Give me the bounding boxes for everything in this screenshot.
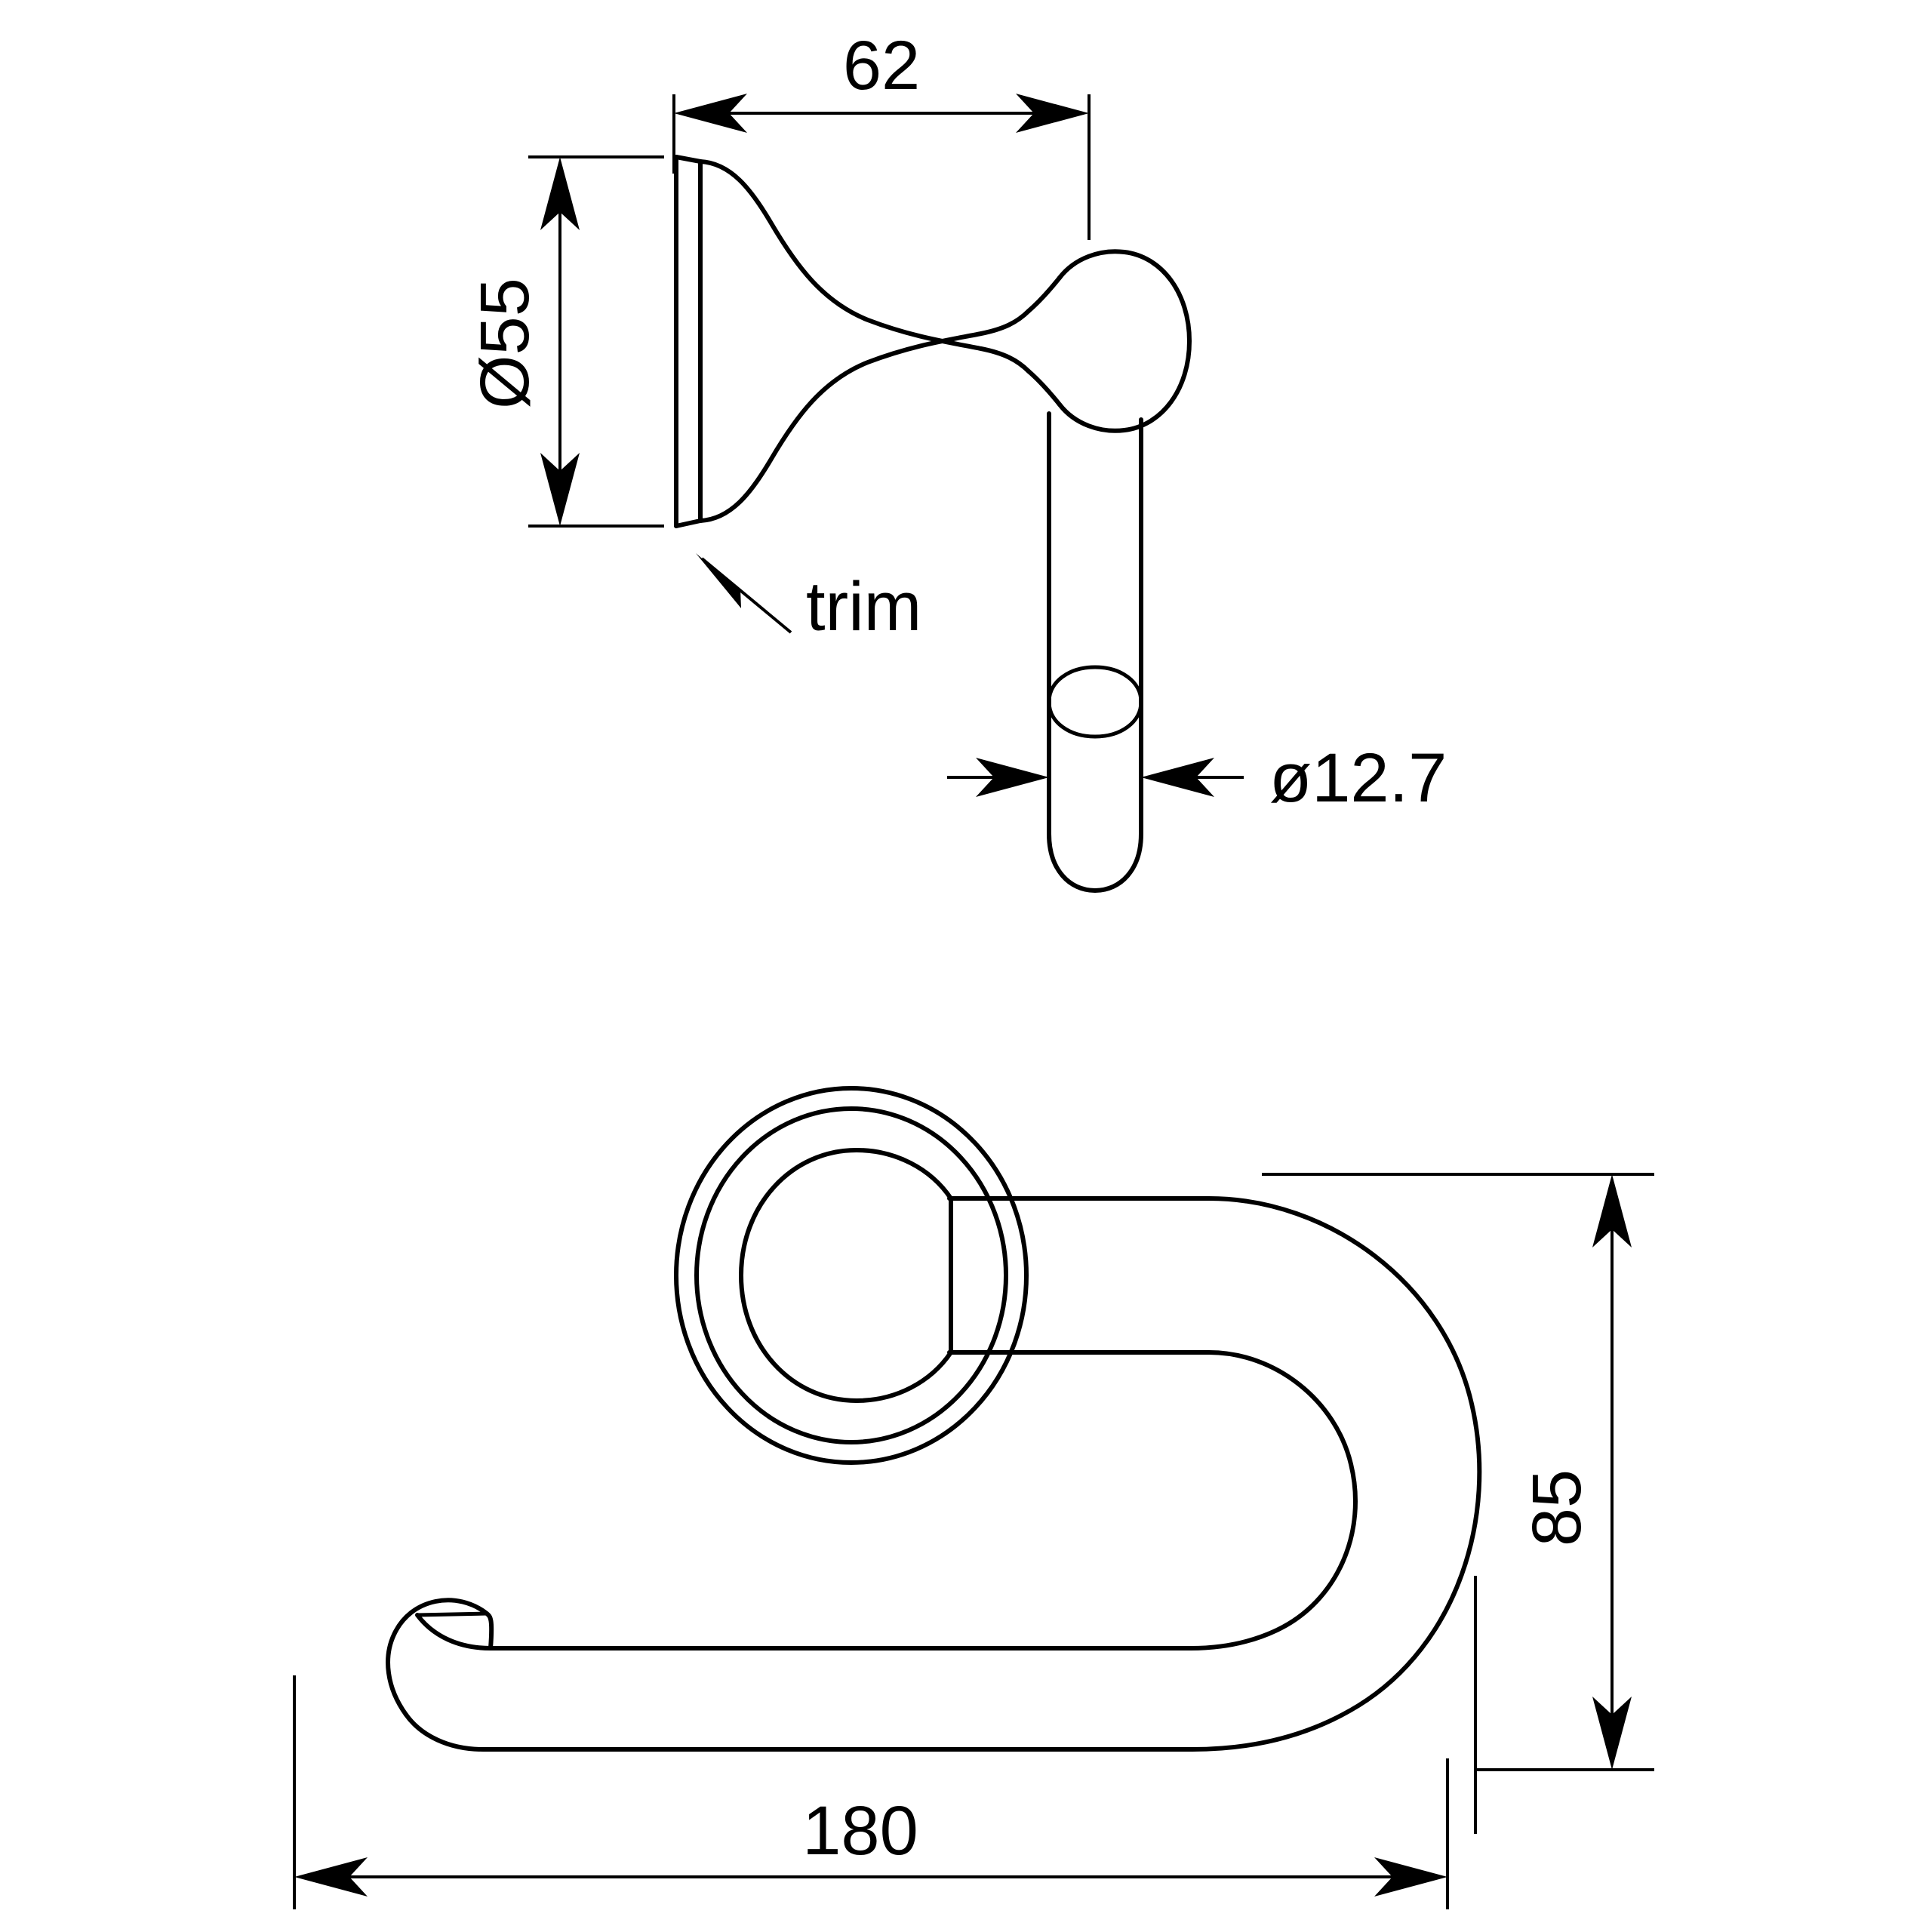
dimension-diameter-55-label: Ø55 [466,278,543,409]
side-view-group: 62 Ø55 ø12.7 [466,27,1447,893]
trim-leader-arrow [696,553,753,608]
arrow-head-right-in [976,758,1049,797]
dimension-85-label: 85 [1518,1469,1595,1546]
arrow-head-left-in [1141,758,1214,797]
c-shaped-arm [386,1196,1482,1752]
dimension-diameter-12-7: ø12.7 [947,740,1447,817]
arrow-head-left [294,1857,368,1897]
dimension-180-label: 180 [802,1792,918,1869]
dimension-62: 62 [672,27,1091,240]
dimension-85: 85 [1262,1173,1654,1834]
inner-rosette-ring [694,1106,1008,1444]
arrow-head-left [674,94,747,133]
arrow-head-right [1016,94,1089,133]
dimension-62-label: 62 [843,27,920,104]
neck-fillet [1026,275,1062,407]
ball-boss-circle [739,1148,953,1403]
arrow-head-top [540,157,580,230]
trim-label: trim [806,568,921,645]
front-view-group: 85 180 [293,1086,1654,1909]
dimension-diameter-12-7-label: ø12.7 [1269,740,1447,817]
vertical-rod-post [1047,411,1143,893]
flared-bell-body [698,159,1031,523]
outer-rosette-ring [674,1086,1029,1465]
arrow-head-top [1592,1174,1632,1247]
arrow-head-bottom [540,453,580,526]
ball-knob [1057,249,1192,433]
annotation-trim: trim [696,553,921,645]
arrow-head-right [1374,1857,1447,1897]
dimension-diameter-55: Ø55 [466,155,664,528]
wall-flange-trim-plate [674,155,703,528]
dimension-180: 180 [293,1675,1449,1909]
arrow-head-bottom [1592,1697,1632,1770]
